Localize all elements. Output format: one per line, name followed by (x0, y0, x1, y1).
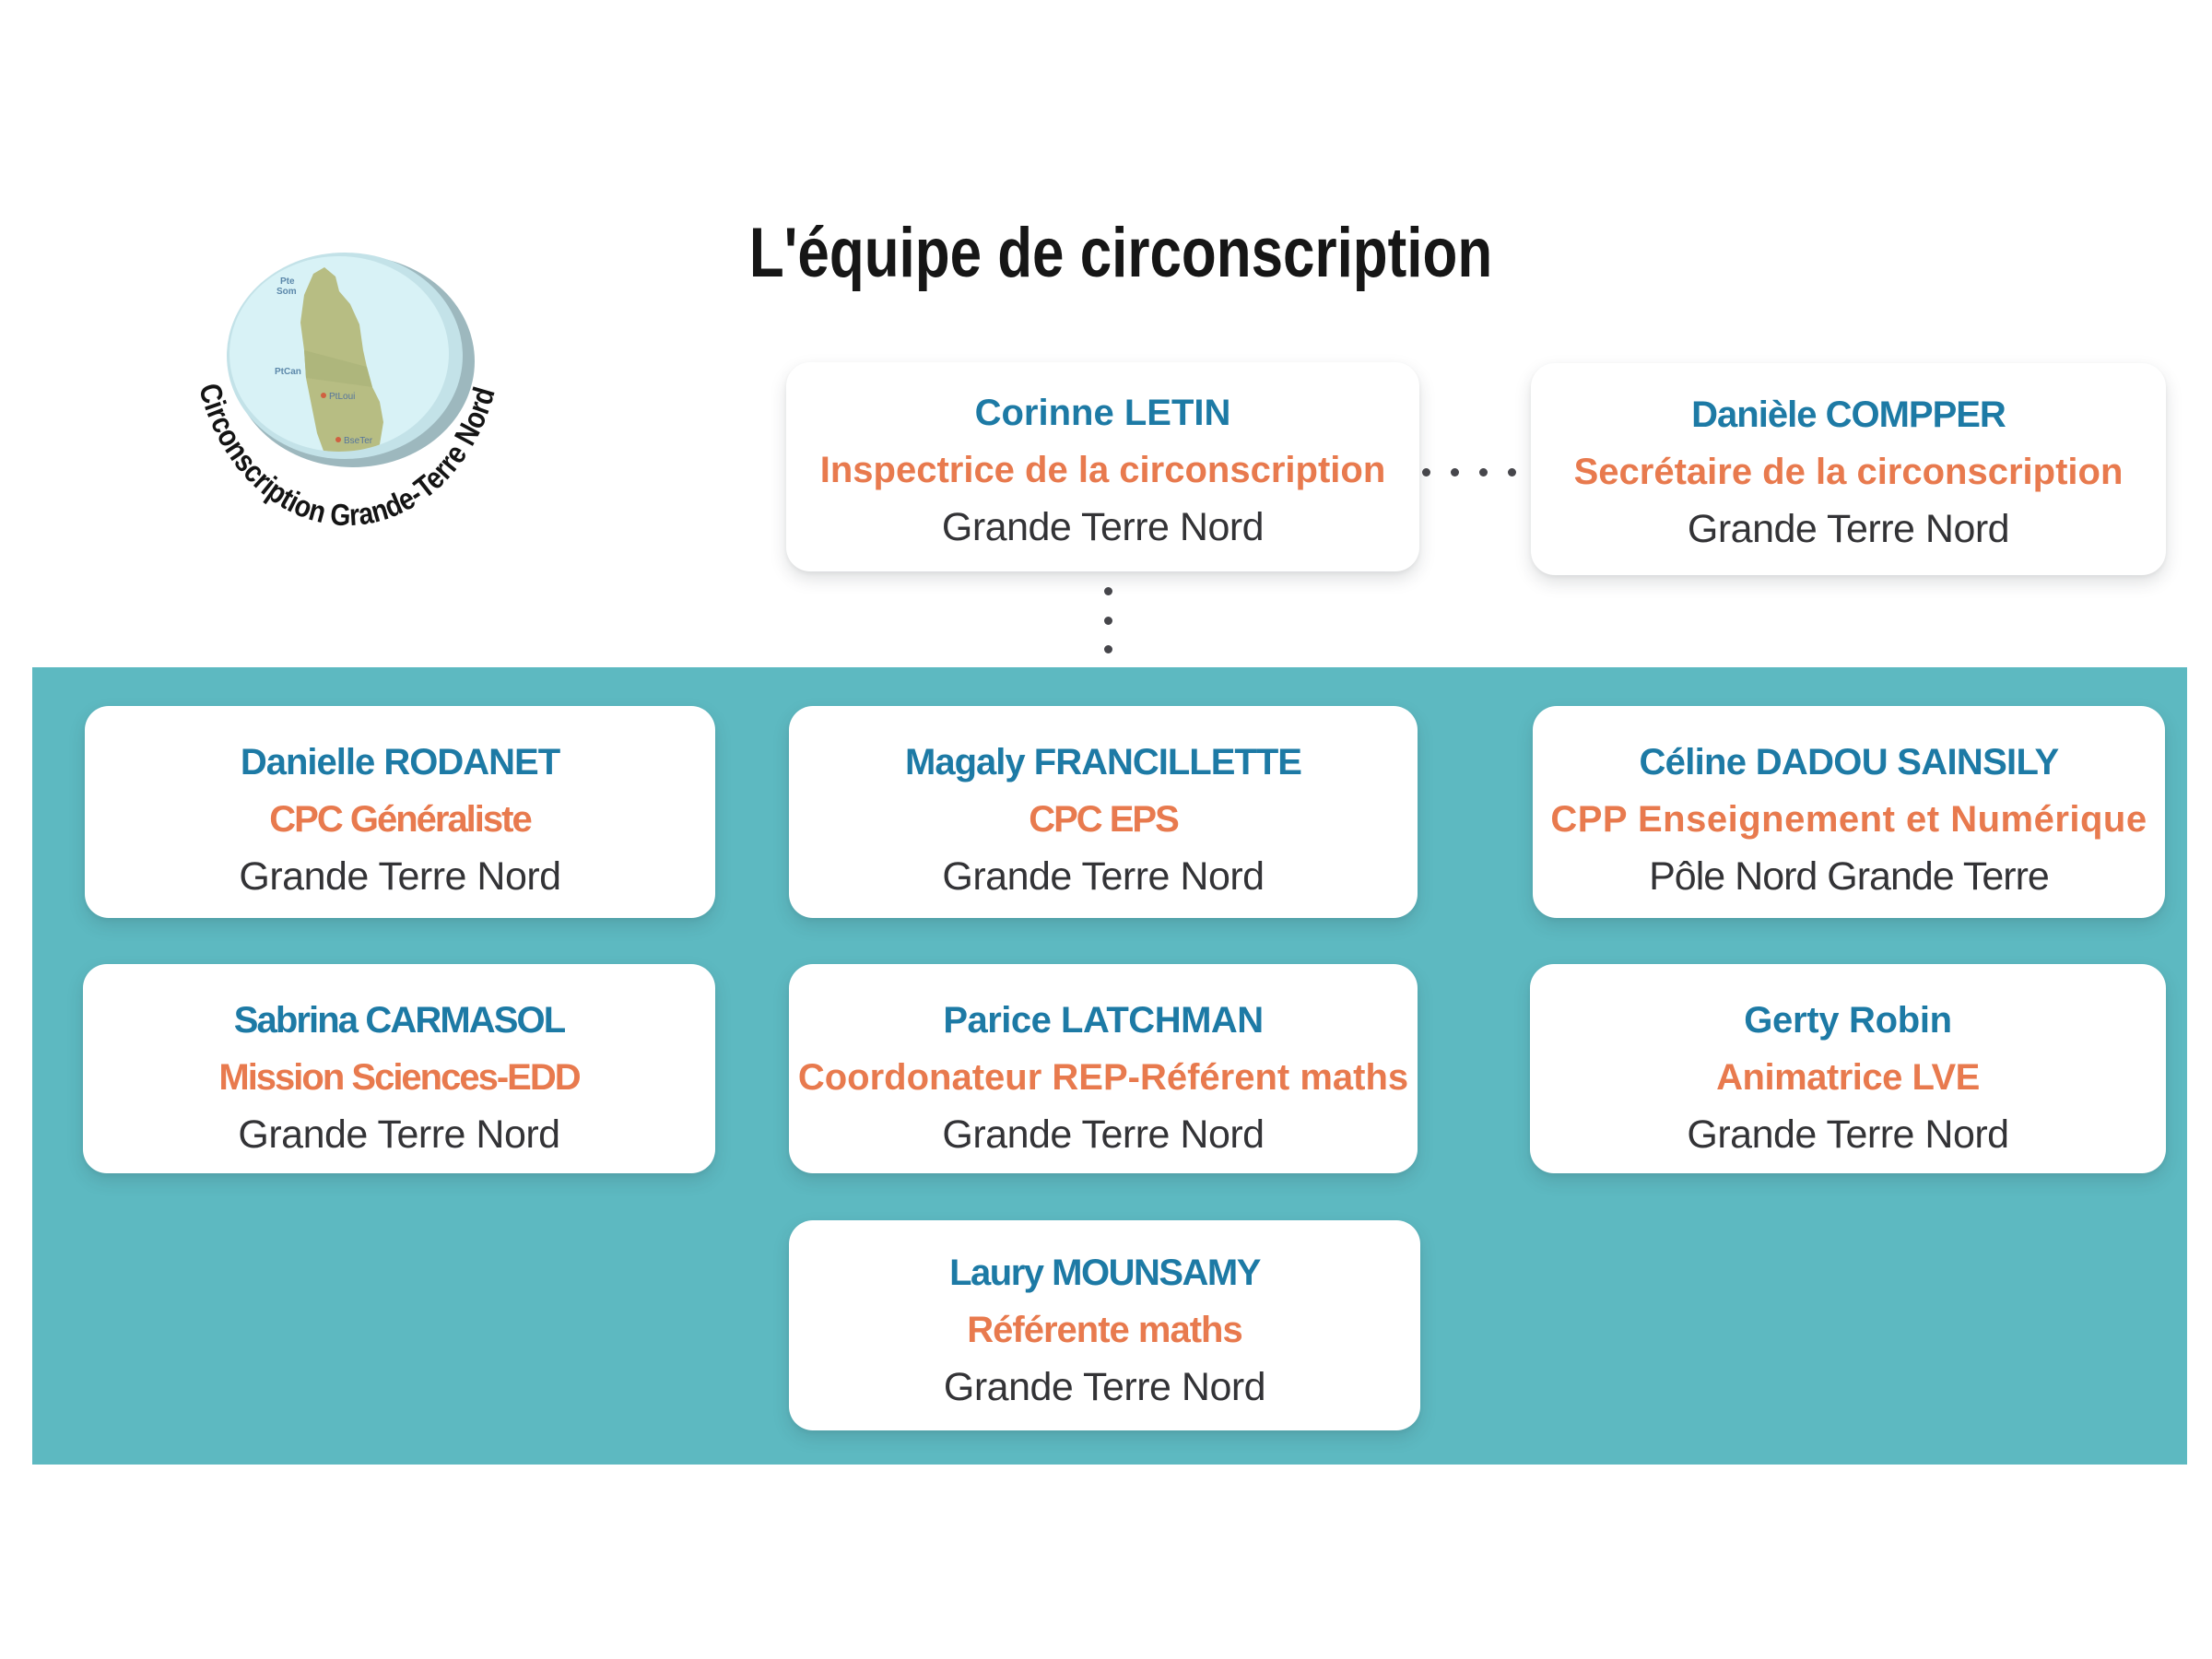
svg-text:BseTer: BseTer (344, 436, 373, 446)
svg-text:PtCan: PtCan (275, 367, 301, 377)
svg-text:Pte: Pte (280, 276, 295, 287)
svg-text:Som: Som (276, 287, 297, 297)
svg-text:PtLoui: PtLoui (329, 392, 355, 402)
